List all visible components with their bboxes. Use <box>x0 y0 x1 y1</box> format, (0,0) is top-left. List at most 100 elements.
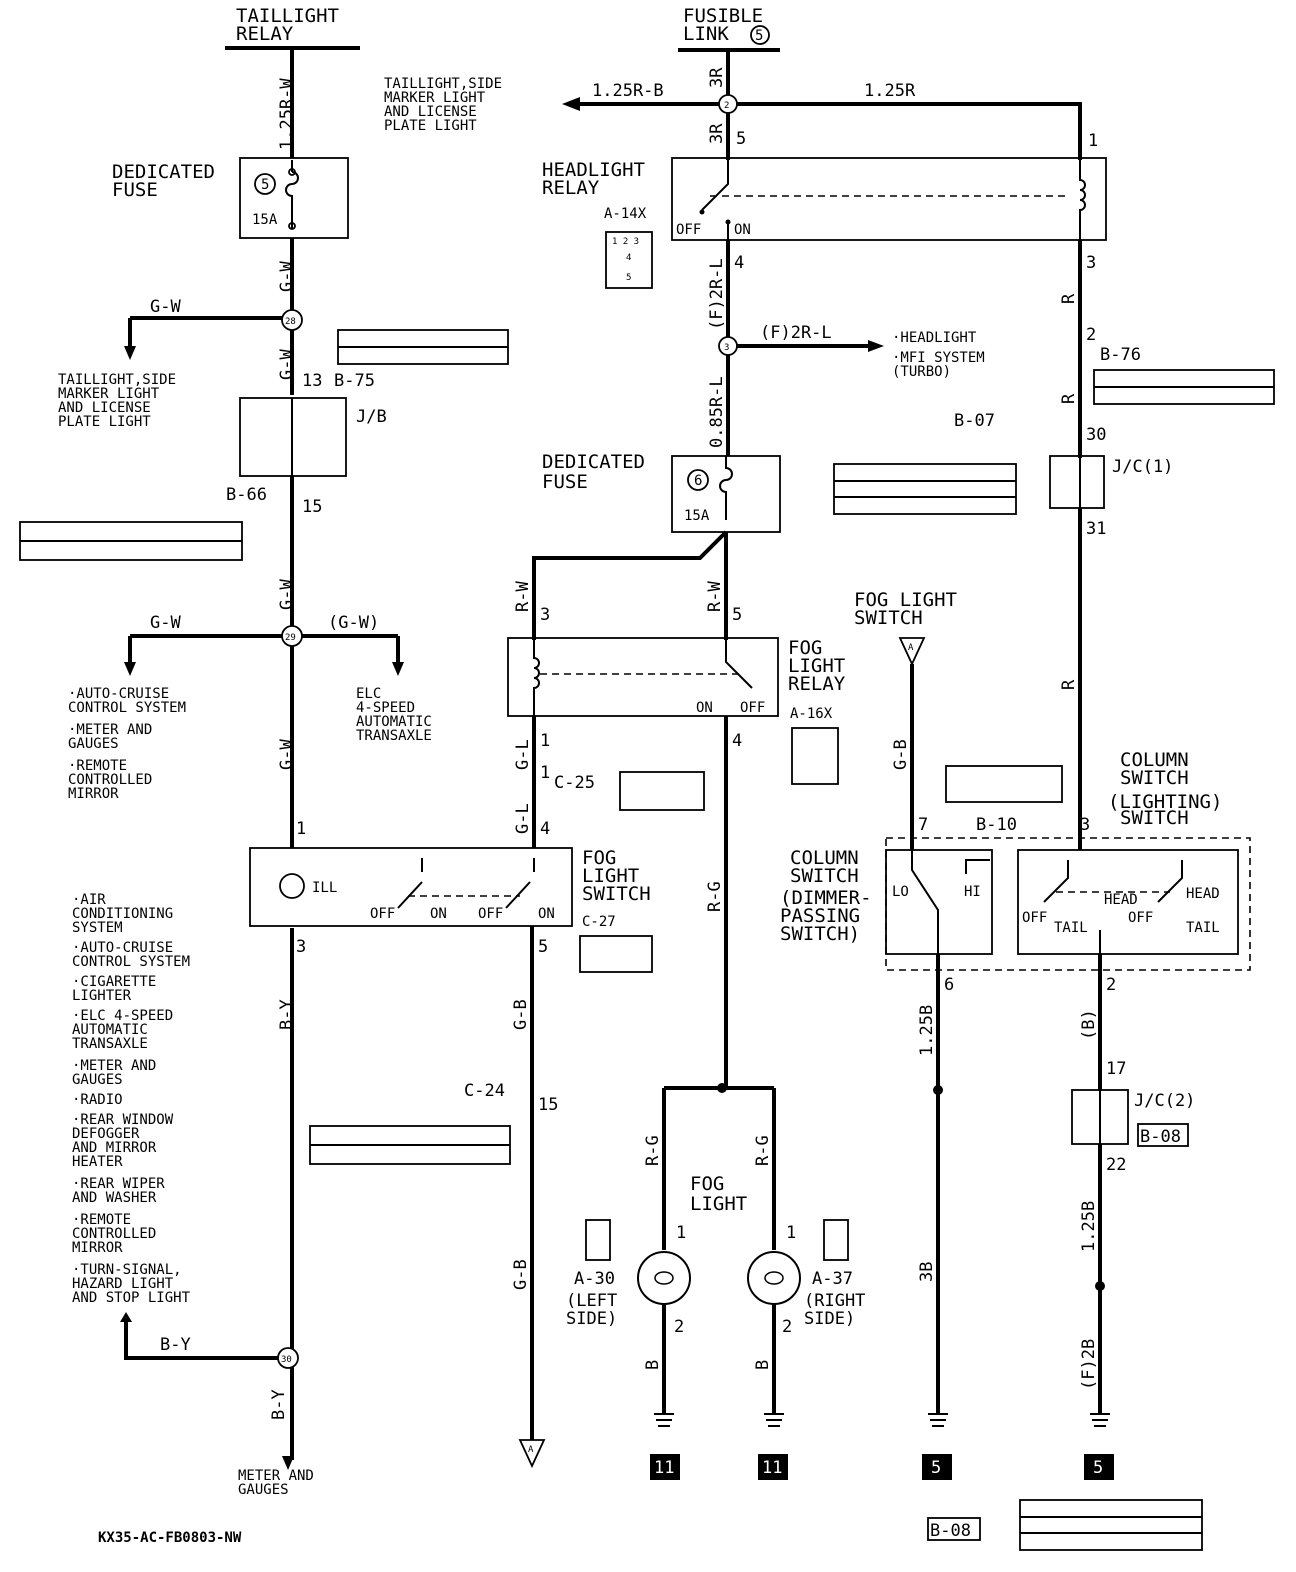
svg-text:OFF: OFF <box>370 906 395 922</box>
svg-text:28: 28 <box>285 317 296 327</box>
svg-text:15A: 15A <box>684 508 710 524</box>
svg-text:LIGHT: LIGHT <box>690 1193 747 1215</box>
svg-text:5: 5 <box>736 129 746 149</box>
lighting-switch <box>1017 849 1239 955</box>
svg-text:·REMOTE: ·REMOTE <box>72 1212 131 1228</box>
svg-text:AUTOMATIC: AUTOMATIC <box>356 714 432 730</box>
svg-text:R-G: R-G <box>705 881 725 912</box>
svg-text:(LEFT: (LEFT <box>566 1291 617 1311</box>
svg-text:C-27: C-27 <box>582 914 616 930</box>
svg-text:·AIR: ·AIR <box>72 892 106 908</box>
svg-text:G-B: G-B <box>511 999 531 1030</box>
svg-text:HAZARD LIGHT: HAZARD LIGHT <box>72 1276 174 1292</box>
svg-text:HEAD: HEAD <box>1186 886 1220 902</box>
svg-text:AUTOMATIC: AUTOMATIC <box>72 1022 148 1038</box>
svg-text:HEAD: HEAD <box>1104 892 1138 908</box>
svg-text:(F)2R-L: (F)2R-L <box>707 258 727 330</box>
svg-text:PLATE LIGHT: PLATE LIGHT <box>384 118 477 134</box>
svg-text:5: 5 <box>755 28 763 44</box>
svg-text:A: A <box>908 643 914 653</box>
svg-text:·MFI SYSTEM: ·MFI SYSTEM <box>892 350 985 366</box>
svg-text:5: 5 <box>931 1458 941 1478</box>
svg-text:B: B <box>643 1360 663 1370</box>
svg-text:CONTROLLED: CONTROLLED <box>68 772 152 788</box>
svg-text:2: 2 <box>724 101 729 111</box>
svg-text:GAUGES: GAUGES <box>238 1482 289 1498</box>
svg-text:15A: 15A <box>252 212 278 228</box>
svg-text:G-W: G-W <box>150 297 181 317</box>
svg-text:5: 5 <box>732 605 742 625</box>
svg-text:0.85R-L: 0.85R-L <box>707 376 727 448</box>
svg-text:PASSING: PASSING <box>780 905 860 927</box>
svg-text:SWITCH: SWITCH <box>790 865 859 887</box>
svg-text:G-W: G-W <box>277 349 297 380</box>
svg-text:TAILLIGHT,SIDE: TAILLIGHT,SIDE <box>58 372 176 388</box>
svg-text:LIGHTER: LIGHTER <box>72 988 132 1004</box>
svg-text:1: 1 <box>1088 131 1098 151</box>
svg-text:B-08: B-08 <box>930 1521 971 1541</box>
jc1 <box>1049 455 1105 509</box>
svg-text:1 2 3: 1 2 3 <box>612 237 639 247</box>
svg-text:G-B: G-B <box>891 739 911 770</box>
svg-text:3: 3 <box>296 937 306 957</box>
svg-text:OFF: OFF <box>1128 910 1153 926</box>
svg-text:B: B <box>753 1360 773 1370</box>
svg-text:·REMOTE: ·REMOTE <box>68 758 127 774</box>
svg-text:C-25: C-25 <box>554 773 595 793</box>
svg-text:13: 13 <box>302 371 322 391</box>
svg-text:3B: 3B <box>917 1262 937 1282</box>
svg-text:ON: ON <box>538 906 555 922</box>
svg-text:FOG LIGHT: FOG LIGHT <box>854 589 957 611</box>
headlight-relay <box>671 157 1107 241</box>
dest-29-left-list: ·AUTO-CRUISE CONTROL SYSTEM ·METER AND G… <box>68 686 186 802</box>
svg-text:RELAY: RELAY <box>236 23 294 45</box>
svg-text:3: 3 <box>724 343 729 353</box>
svg-text:DEDICATED: DEDICATED <box>112 161 215 183</box>
svg-text:B-07: B-07 <box>954 411 995 431</box>
svg-text:MIRROR: MIRROR <box>72 1240 123 1256</box>
svg-text:R-G: R-G <box>643 1135 663 1166</box>
dest-30-list: ·AIR CONDITIONING SYSTEM ·AUTO-CRUISE CO… <box>72 892 191 1306</box>
svg-text:SWITCH: SWITCH <box>1120 767 1189 789</box>
svg-text:A: A <box>528 1445 534 1455</box>
svg-text:FUSE: FUSE <box>542 471 588 493</box>
svg-text:1.25R: 1.25R <box>864 81 916 101</box>
svg-text:LIGHT: LIGHT <box>582 865 639 887</box>
svg-text:B-66: B-66 <box>226 485 267 505</box>
svg-text:3: 3 <box>540 605 550 625</box>
svg-text:FUSIBLE: FUSIBLE <box>683 5 763 27</box>
svg-text:A-16X: A-16X <box>790 706 833 722</box>
svg-text:A-30: A-30 <box>574 1269 615 1289</box>
svg-text:LO: LO <box>892 884 909 900</box>
svg-text:1.25B: 1.25B <box>917 1005 937 1056</box>
svg-text:29: 29 <box>285 633 296 643</box>
svg-text:G-B: G-B <box>511 1259 531 1290</box>
svg-text:R: R <box>1059 679 1079 690</box>
svg-text:OFF: OFF <box>676 222 701 238</box>
svg-text:17: 17 <box>1106 1059 1126 1079</box>
svg-text:R-W: R-W <box>705 581 725 612</box>
svg-text:AND MIRROR: AND MIRROR <box>72 1140 157 1156</box>
svg-text:HEADLIGHT: HEADLIGHT <box>542 159 645 181</box>
svg-text:3R: 3R <box>707 67 727 88</box>
svg-text:30: 30 <box>281 1355 292 1365</box>
svg-text:·METER AND: ·METER AND <box>72 1058 156 1074</box>
svg-text:5: 5 <box>261 177 269 193</box>
svg-text:OFF: OFF <box>740 700 765 716</box>
svg-text:ELC: ELC <box>356 686 381 702</box>
svg-text:3: 3 <box>1080 815 1090 835</box>
svg-text:SWITCH: SWITCH <box>1120 807 1189 829</box>
dest-29-right-list: ELC 4-SPEED AUTOMATIC TRANSAXLE <box>356 686 432 744</box>
svg-text:(G-W): (G-W) <box>328 613 379 633</box>
svg-text:OFF: OFF <box>478 906 503 922</box>
svg-text:CONTROLLED: CONTROLLED <box>72 1226 156 1242</box>
svg-text:MARKER LIGHT: MARKER LIGHT <box>384 90 486 106</box>
svg-text:·AUTO-CRUISE: ·AUTO-CRUISE <box>68 686 169 702</box>
fog-light-switch <box>249 847 573 927</box>
svg-text:·ELC 4-SPEED: ·ELC 4-SPEED <box>72 1008 173 1024</box>
svg-text:SIDE): SIDE) <box>566 1309 617 1329</box>
svg-text:B-Y: B-Y <box>160 1335 191 1355</box>
svg-text:METER AND: METER AND <box>238 1468 314 1484</box>
svg-text:·CIGARETTE: ·CIGARETTE <box>72 974 156 990</box>
